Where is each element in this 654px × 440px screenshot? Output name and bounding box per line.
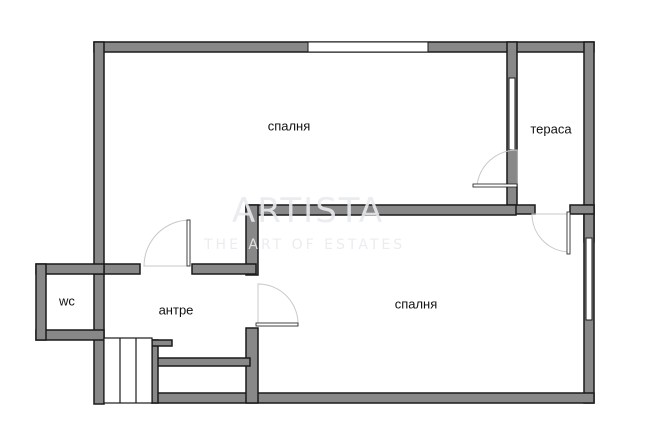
room-label-entrance: антре: [159, 302, 194, 317]
doors: [143, 149, 571, 327]
window-right-lower: [585, 237, 593, 321]
wall-bottom: [151, 392, 595, 404]
window-top: [307, 41, 429, 53]
windows: [307, 41, 593, 321]
room-label-bedroom-top: спалня: [268, 118, 311, 133]
door-swing-bedroom: [257, 283, 299, 327]
wall-storage-top: [151, 357, 251, 367]
watermark: ARTISTA THE ART OF ESTATES: [203, 191, 405, 253]
door-leaf-terrace: [472, 183, 518, 188]
wall-storage-left: [151, 339, 159, 404]
watermark-brand: ARTISTA: [232, 191, 384, 231]
room-label-bedroom-bottom: спалня: [395, 296, 438, 311]
door-leaf-entrance: [186, 219, 191, 267]
wall-terrace-bottom-right: [569, 204, 595, 215]
stairs-outline: [103, 337, 153, 404]
wall-inner-vertical: [245, 204, 259, 276]
wall-storage-upper: [151, 339, 173, 347]
stairs: [103, 337, 153, 404]
wall-entrance-top-right: [191, 263, 257, 275]
door-swing-entrance: [143, 219, 191, 267]
door-swing-terrace-lower: [531, 213, 571, 253]
wall-left-upper: [93, 41, 105, 275]
watermark-tagline: THE ART OF ESTATES: [203, 237, 405, 253]
door-leaf-bedroom: [255, 322, 299, 327]
room-label-terrace: тераса: [530, 121, 572, 136]
wall-entrance-top-left: [103, 263, 141, 275]
door-leaf-terrace-lower: [566, 211, 571, 255]
wall-wc-left: [35, 263, 47, 341]
window-terrace-partition: [508, 77, 516, 151]
room-label-wc: wc: [58, 293, 75, 308]
